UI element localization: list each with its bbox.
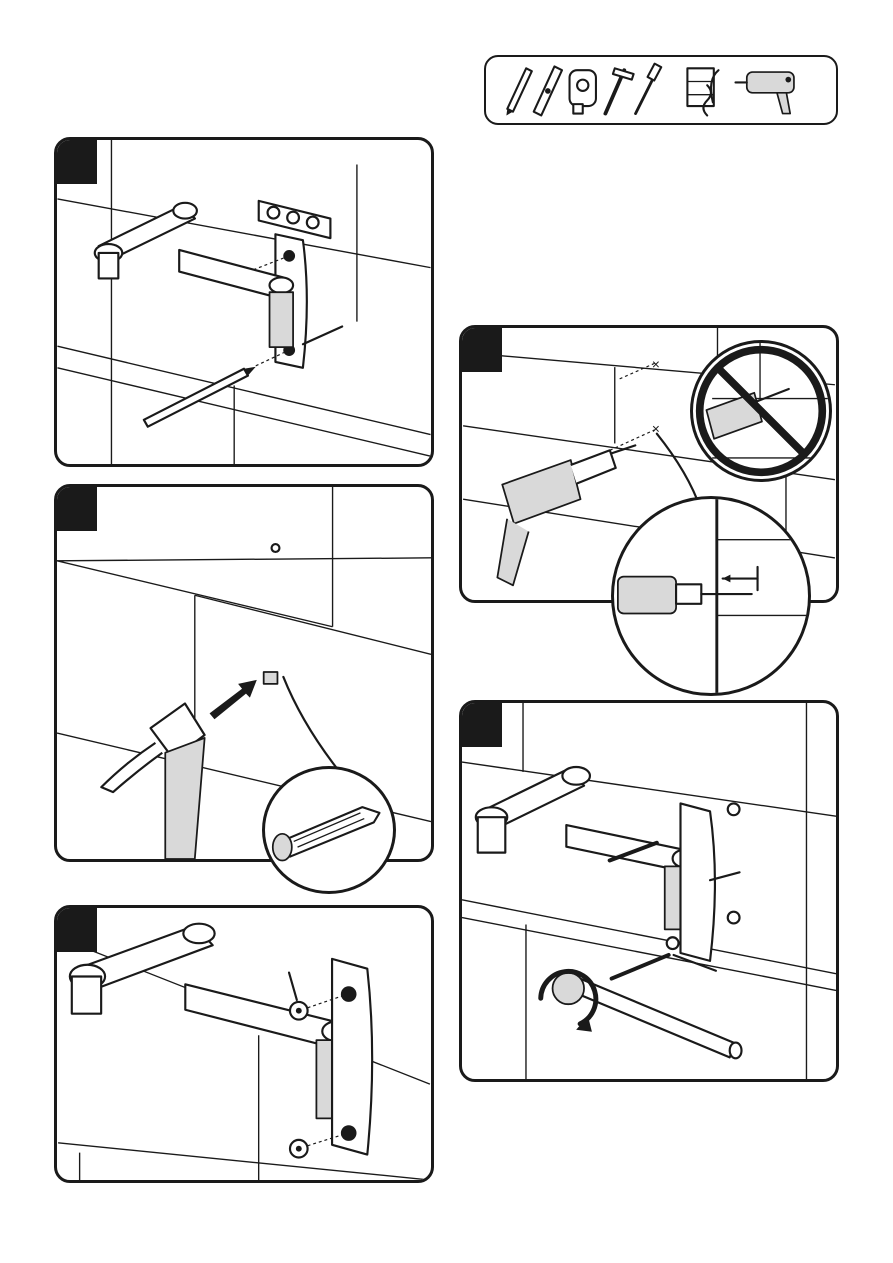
step-2-number-tab bbox=[57, 487, 97, 531]
drill-detail-icon bbox=[618, 577, 752, 614]
drilled-hole bbox=[272, 544, 280, 552]
hammer-tool bbox=[101, 704, 204, 859]
screwdriver-icon bbox=[636, 64, 662, 114]
pencil-icon bbox=[506, 68, 531, 115]
step-4-number-tab bbox=[462, 328, 502, 372]
wall-plate bbox=[680, 803, 714, 960]
mounting-arm bbox=[70, 924, 350, 1119]
step-1-illustration bbox=[57, 140, 431, 464]
step-4-drill-depth-detail bbox=[611, 496, 811, 696]
pencil-tool bbox=[144, 367, 256, 427]
insert-arrow-icon bbox=[210, 680, 257, 719]
hammer-icon bbox=[605, 68, 633, 113]
wall-plug bbox=[264, 672, 278, 684]
step-1-panel bbox=[54, 137, 434, 467]
required-tools-box bbox=[484, 55, 838, 125]
step-5-illustration bbox=[462, 703, 836, 1079]
power-drill-icon bbox=[735, 72, 793, 113]
step-3-number-tab bbox=[57, 908, 97, 952]
step-2-zoom-detail bbox=[262, 766, 396, 894]
wall-tiles bbox=[57, 140, 430, 464]
tape-measure-icon bbox=[570, 70, 596, 113]
step-1-number-tab bbox=[57, 140, 97, 184]
step-5-panel bbox=[459, 700, 839, 1082]
step-5-number-tab bbox=[462, 703, 502, 747]
wall-tiles bbox=[57, 487, 431, 822]
spirit-level-icon bbox=[534, 66, 562, 115]
step-3-panel bbox=[54, 905, 434, 1183]
depth-indicator-icon bbox=[723, 567, 758, 590]
no-hammer-drill-warning bbox=[690, 340, 832, 482]
tools-strip bbox=[486, 57, 836, 123]
step-3-illustration bbox=[57, 908, 431, 1180]
spirit-level bbox=[259, 201, 331, 238]
wall-plug-detail bbox=[273, 807, 380, 860]
screwdriver-tool bbox=[553, 973, 742, 1059]
drill-bit-wall-icon bbox=[687, 68, 718, 115]
